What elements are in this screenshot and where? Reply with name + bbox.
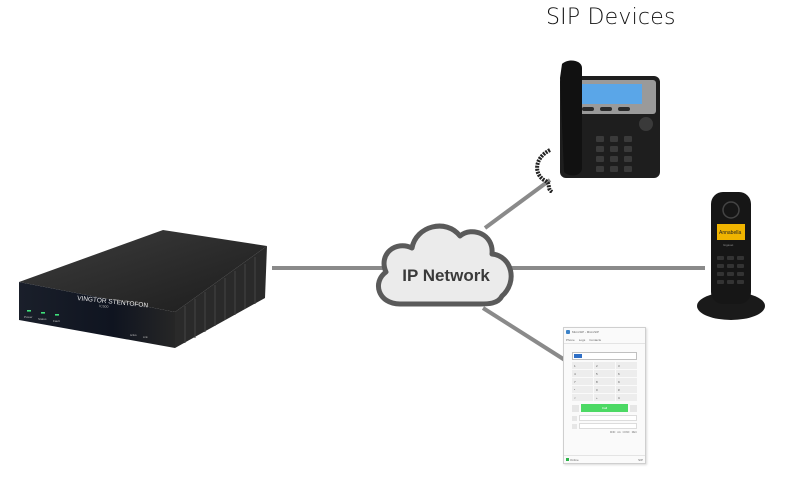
app-icon [566,330,570,334]
cordless-phone-icon: Annabella Gigaset [697,192,765,320]
softphone-titlebar: MicroSIP - MicroSIP [564,328,645,336]
dect-brand: Gigaset [723,243,734,247]
dialpad-key: 1 [572,362,593,369]
port-label-link: Link [143,336,148,339]
hold-icon [630,404,637,412]
led-label-status: Status [38,317,47,321]
dialpad-key: 7 [572,378,593,385]
led-label-fault: Fault [53,319,60,323]
dialpad-key: 6 [616,370,637,377]
dialpad-key: * [572,386,593,393]
dect-screen-text: Annabella [719,230,741,236]
option-button-aa: AA [617,431,621,434]
dialpad-key: < [572,394,593,401]
status-online-icon [566,457,569,461]
softphone-statusbar: Online SIP [564,455,645,463]
status-right: SIP [638,457,643,462]
dialpad-key: # [616,386,637,393]
link-cloud-softphone [481,306,570,364]
mic-volume [572,423,637,429]
dialpad-key: 0 [594,386,615,393]
number-field [572,352,637,360]
dialpad-key: 4 [572,370,593,377]
cloud-label: IP Network [402,266,490,285]
option-button-conf: CONF [622,431,630,434]
softphone-window-icon: MicroSIP - MicroSIP Phone Logs Contacts … [563,327,646,464]
status-text: Online [570,457,579,462]
led-label-power: Power [24,315,33,319]
link-cloud-deskphone [483,178,552,230]
dialpad-key: 9 [616,378,637,385]
softphone-title: MicroSIP - MicroSIP [572,330,599,334]
tab-contacts: Contacts [589,337,602,342]
dialpad-key: 5 [594,370,615,377]
dialpad-key: C [616,394,637,401]
diagram-title: SIP Devices [546,5,676,30]
option-button-rec: REC [631,431,637,434]
dialpad-key: 2 [594,362,615,369]
server-model: IC500 [99,304,109,309]
server-box-icon: VINGTOR STENTOFON IC500 Power Status Fau… [19,230,267,348]
dialpad-key: + [594,394,615,401]
tab-logs: Logs [578,337,586,342]
tab-phone: Phone [566,337,575,342]
call-button: Call [581,404,628,412]
dialpad-key: 8 [594,378,615,385]
port-label-active: Active [130,334,137,337]
desk-phone-icon [535,60,660,193]
transfer-icon [572,404,579,412]
option-button-dnd: DND [609,431,616,434]
dialpad-key: 3 [616,362,637,369]
softphone-tabs: Phone Logs Contacts [564,336,645,344]
speaker-volume [572,415,637,421]
cloud-icon [375,223,514,307]
